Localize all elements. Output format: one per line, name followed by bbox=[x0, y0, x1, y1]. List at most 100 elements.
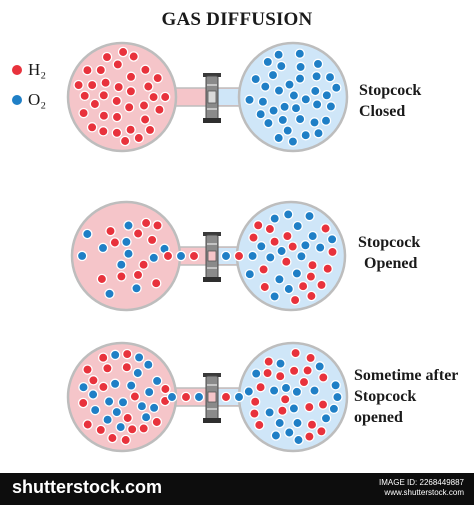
h2-molecule bbox=[129, 391, 141, 402]
o2-molecule bbox=[332, 391, 343, 403]
o2-molecule bbox=[260, 81, 271, 92]
o2-molecule bbox=[313, 127, 324, 139]
footer-image-id: IMAGE ID: 2268449887 bbox=[379, 478, 464, 487]
o2-molecule bbox=[320, 413, 332, 424]
h2-molecule bbox=[305, 352, 316, 364]
h2-molecule bbox=[282, 230, 293, 242]
caption-opened-line1: Stopcock bbox=[358, 234, 421, 251]
o2-dot-icon bbox=[12, 95, 22, 105]
o2-molecule bbox=[275, 358, 286, 369]
valve-handle-bottom bbox=[203, 277, 221, 282]
h2-molecule bbox=[188, 250, 200, 262]
h2-molecule bbox=[96, 273, 108, 285]
h2-molecule bbox=[112, 59, 124, 70]
o2-molecule bbox=[151, 375, 163, 387]
caption-opened-line2: Opened bbox=[364, 254, 418, 272]
o2-molecule bbox=[273, 85, 285, 96]
o2-molecule bbox=[326, 234, 338, 245]
o2-molecule bbox=[293, 434, 304, 446]
o2-molecule bbox=[282, 209, 294, 220]
o2-molecule bbox=[148, 402, 160, 414]
h2-molecule bbox=[117, 46, 129, 58]
valve-handle-top bbox=[203, 73, 221, 77]
h2-molecule bbox=[95, 64, 107, 76]
h2-molecule bbox=[120, 434, 131, 446]
o2-molecule bbox=[243, 386, 255, 397]
o2-molecule bbox=[82, 228, 93, 240]
footer-brand[interactable]: shutterstock.com bbox=[12, 477, 163, 497]
panel-closed bbox=[66, 41, 349, 153]
o2-molecule bbox=[78, 381, 89, 393]
h2-molecule bbox=[255, 381, 266, 393]
o2-molecule bbox=[250, 368, 262, 379]
h2-molecule bbox=[259, 281, 271, 293]
h2-molecule bbox=[86, 79, 98, 91]
h2-molecule bbox=[107, 432, 118, 444]
o2-molecule bbox=[284, 79, 295, 90]
o2-molecule bbox=[123, 248, 134, 259]
panel-mixed bbox=[66, 341, 349, 453]
o2-molecule bbox=[269, 213, 280, 224]
h2-molecule bbox=[82, 419, 93, 430]
o2-molecule bbox=[148, 252, 160, 264]
h2-molecule bbox=[144, 124, 156, 136]
h2-molecule bbox=[138, 259, 149, 270]
o2-molecule bbox=[309, 117, 320, 128]
o2-molecule bbox=[109, 378, 121, 390]
o2-molecule bbox=[274, 274, 285, 285]
apparatus-svg bbox=[66, 41, 349, 453]
h2-molecule bbox=[162, 250, 174, 262]
h2-molecule bbox=[269, 236, 280, 247]
h2-molecule bbox=[98, 381, 109, 393]
h2-molecule bbox=[317, 399, 329, 410]
o2-molecule bbox=[143, 386, 155, 398]
h2-molecule bbox=[307, 259, 318, 271]
valve-handle-bottom bbox=[203, 118, 221, 123]
o2-molecule bbox=[125, 380, 137, 391]
o2-molecule bbox=[166, 391, 178, 403]
caption-closed: Stopcock Closed bbox=[359, 81, 421, 123]
h2-molecule bbox=[150, 277, 162, 289]
h2-molecule bbox=[180, 391, 192, 403]
valve-handle-bottom bbox=[203, 418, 221, 423]
o2-molecule bbox=[220, 250, 232, 262]
o2-molecule bbox=[292, 417, 303, 429]
h2-molecule bbox=[289, 294, 301, 306]
h2-molecule bbox=[102, 363, 113, 374]
o2-molecule bbox=[116, 259, 127, 270]
h2-molecule bbox=[109, 237, 121, 248]
h2-molecule bbox=[139, 114, 151, 125]
o2-molecule bbox=[325, 101, 337, 112]
o2-molecule bbox=[304, 210, 315, 222]
o2-molecule bbox=[291, 268, 303, 279]
h2-molecule bbox=[77, 397, 89, 409]
o2-molecule bbox=[133, 352, 145, 363]
o2-molecule bbox=[109, 349, 121, 361]
o2-molecule bbox=[307, 230, 318, 242]
h2-molecule bbox=[82, 364, 93, 375]
h2-molecule bbox=[100, 77, 111, 88]
o2-molecule bbox=[284, 427, 295, 438]
o2-molecule bbox=[292, 220, 303, 232]
h2-molecule bbox=[138, 100, 150, 111]
o2-molecule bbox=[264, 407, 275, 418]
o2-molecule bbox=[288, 90, 300, 101]
h2-molecule bbox=[306, 419, 318, 430]
h2-molecule bbox=[146, 234, 158, 246]
o2-molecule bbox=[257, 96, 269, 107]
valve-plug-closed bbox=[207, 90, 217, 104]
o2-molecule bbox=[276, 245, 287, 257]
h2-molecule bbox=[290, 347, 301, 359]
h2-molecule bbox=[154, 104, 165, 115]
h2-molecule bbox=[297, 280, 309, 292]
o2-molecule bbox=[320, 115, 332, 126]
o2-molecule bbox=[104, 288, 115, 300]
h2-molecule bbox=[126, 424, 138, 435]
o2-molecule bbox=[233, 391, 245, 403]
h2-molecule bbox=[264, 223, 276, 235]
valve-handle-top bbox=[203, 232, 221, 236]
o2-molecule bbox=[280, 382, 292, 394]
o2-molecule bbox=[310, 85, 321, 97]
o2-molecule bbox=[244, 268, 256, 280]
stopcock-valve bbox=[203, 232, 221, 282]
